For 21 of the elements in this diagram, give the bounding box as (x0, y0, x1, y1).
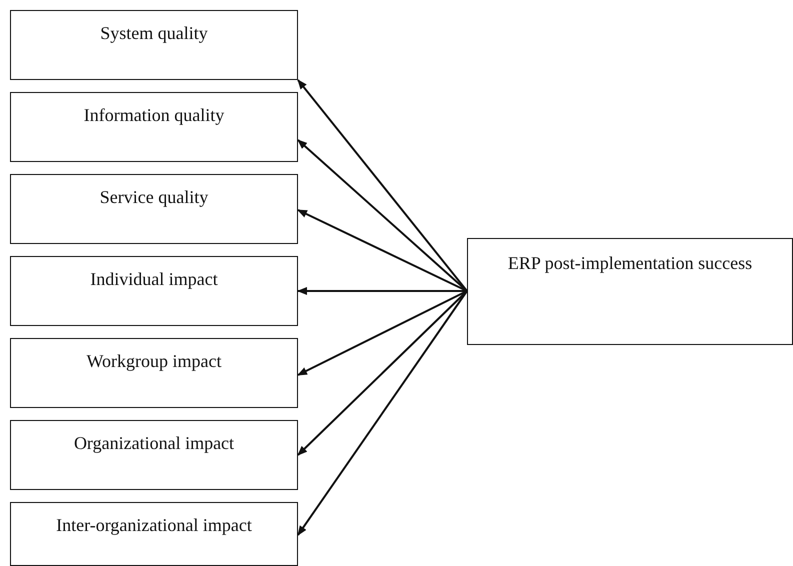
arrow (297, 290, 468, 376)
arrow (297, 287, 467, 295)
factor-box (10, 502, 298, 566)
box-label: ERP post-implementation success (506, 253, 754, 274)
box-label: Information quality (82, 105, 226, 126)
arrow (297, 290, 468, 536)
box-label: Service quality (98, 187, 210, 208)
box-label: Workgroup impact (85, 351, 223, 372)
factor-box (10, 10, 298, 80)
factor-box (10, 420, 298, 490)
factor-box (10, 256, 298, 326)
factor-box (10, 92, 298, 162)
box-label: Inter-organizational impact (55, 515, 253, 536)
factor-box (10, 338, 298, 408)
box-label: Organizational impact (72, 433, 236, 454)
box-label: Individual impact (89, 269, 219, 290)
box-label: System quality (99, 23, 209, 44)
factor-box (10, 174, 298, 244)
outcome-box (467, 238, 793, 345)
arrow (297, 79, 468, 292)
arrow (297, 209, 468, 292)
